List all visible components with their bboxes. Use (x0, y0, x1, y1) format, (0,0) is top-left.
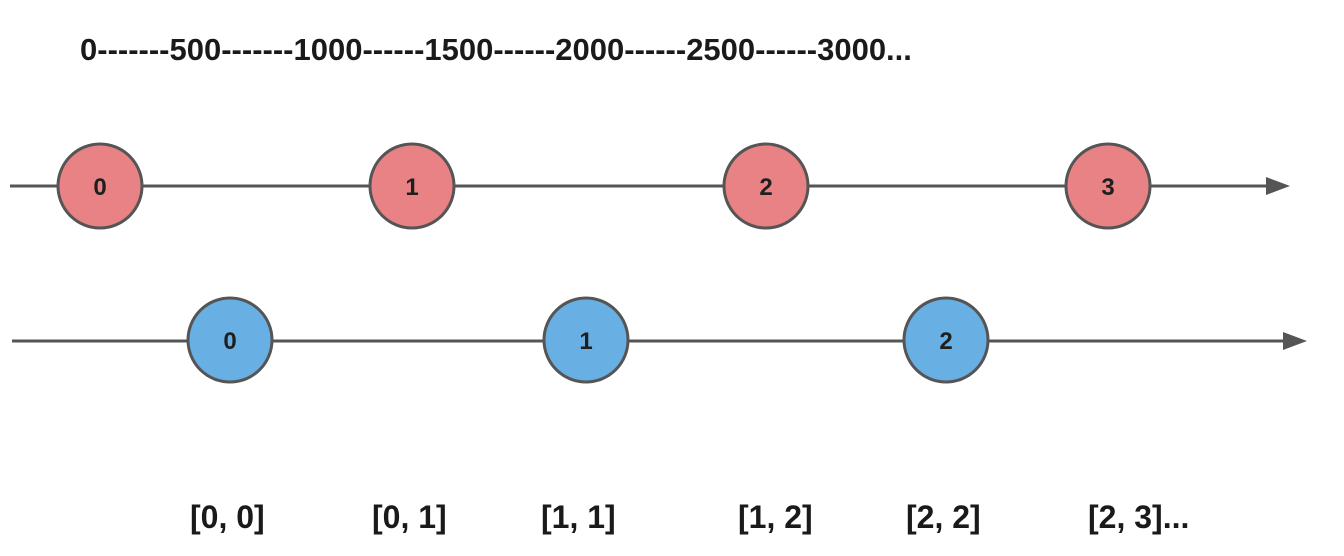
marble-red-0: 0 (56, 142, 144, 230)
marble-red-3: 3 (1064, 142, 1152, 230)
marble-red-0-circle (56, 142, 144, 230)
stream-blue: 0 1 2 (12, 296, 1307, 384)
marble-blue-2: 2 (902, 296, 990, 384)
marble-blue-1-label: 1 (579, 328, 592, 355)
result-label-0: [0, 0] (190, 499, 265, 535)
result-label-1: [0, 1] (372, 499, 447, 535)
marble-red-3-label: 3 (1101, 174, 1114, 201)
result-row: [0, 0] [0, 1] [1, 1] [1, 2] [2, 2] [2, 3… (190, 499, 1189, 535)
marble-blue-1-circle (542, 296, 630, 384)
marble-red-1-circle (368, 142, 456, 230)
result-label-5: [2, 3]... (1088, 499, 1189, 535)
stream-red: 0 1 2 3 (10, 142, 1290, 230)
marble-red-3-circle (1064, 142, 1152, 230)
marble-blue-2-label: 2 (939, 328, 952, 355)
marble-blue-0: 0 (186, 296, 274, 384)
timeline-scale: 0-------500-------1000------1500------20… (80, 32, 912, 67)
marble-red-2: 2 (722, 142, 810, 230)
result-label-4: [2, 2] (906, 499, 981, 535)
marble-blue-0-label: 0 (223, 328, 236, 355)
marble-blue-2-circle (902, 296, 990, 384)
marble-red-2-label: 2 (759, 174, 772, 201)
marble-blue-1: 1 (542, 296, 630, 384)
stream-blue-arrowhead-icon (1283, 332, 1307, 350)
marble-red-1-label: 1 (405, 174, 418, 201)
stream-red-arrowhead-icon (1266, 177, 1290, 195)
result-label-3: [1, 2] (738, 499, 813, 535)
marble-red-1: 1 (368, 142, 456, 230)
result-label-2: [1, 1] (541, 499, 616, 535)
marble-blue-0-circle (186, 296, 274, 384)
marble-red-0-label: 0 (93, 174, 106, 201)
marble-red-2-circle (722, 142, 810, 230)
